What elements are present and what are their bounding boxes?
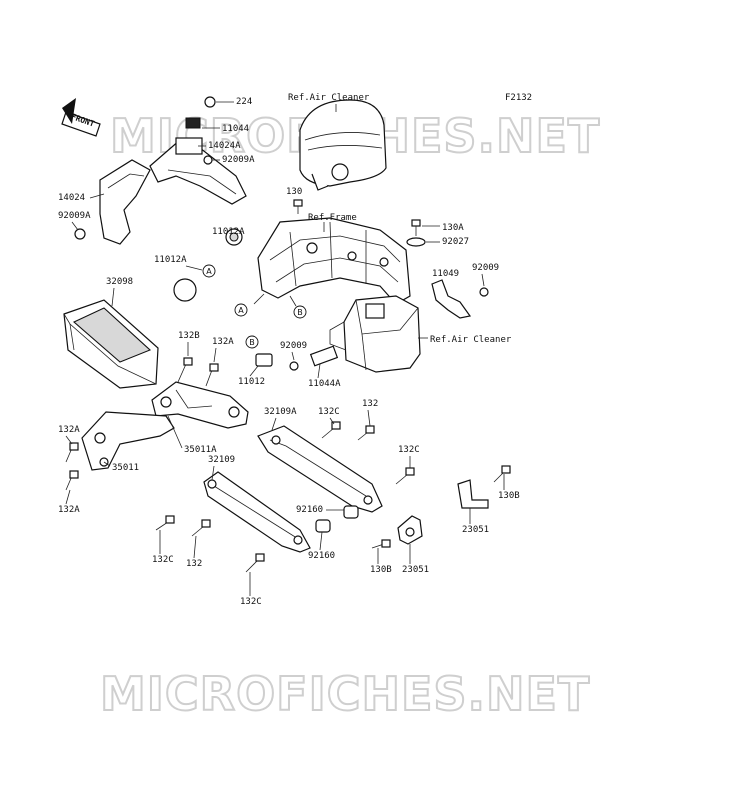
bracket-32109a [257, 425, 383, 513]
part-label: 32098 [106, 277, 133, 287]
part-label: 11012A [212, 227, 245, 237]
callout-a-left: A [202, 264, 216, 278]
bolt-132c-bottom [245, 553, 265, 573]
grommet-11012a-lower [173, 278, 197, 302]
bolt-130b-bottom [371, 539, 391, 549]
bracket-11044a [289, 345, 339, 371]
ref-air-cleaner-right: Ref.Air Cleaner [430, 335, 512, 345]
battery-case [329, 295, 421, 373]
damper-92160-upper [343, 505, 359, 519]
bolt-132a-upper [205, 363, 219, 387]
part-label: 132C [152, 555, 174, 565]
bolt-132c-right [395, 467, 415, 485]
bolt-132-bottom [191, 519, 211, 537]
bracket-32109 [203, 471, 311, 553]
grommet-11012a-upper-hole [229, 232, 239, 242]
bolt-132b [177, 357, 193, 383]
part-label: 132A [58, 425, 80, 435]
part-label: 32109 [208, 455, 235, 465]
part-label: 35011 [112, 463, 139, 473]
callout-b-lower-text: B [249, 338, 255, 347]
part-label: 11044 [222, 124, 249, 134]
part-label: 132B [178, 331, 200, 341]
part-label: 132C [398, 445, 420, 455]
part-labels: 224 11044 14024A 92009A 14024 92009A 130… [58, 97, 520, 607]
bolt-130 [293, 199, 303, 214]
part-label: 130B [370, 565, 392, 575]
bracket-23051-right [457, 479, 489, 509]
part-label: 14024A [208, 141, 241, 151]
part-label: 35011A [184, 445, 217, 455]
part-label: 132A [212, 337, 234, 347]
bolt-132-center [357, 425, 375, 441]
part-label: 130 [286, 187, 302, 197]
damper-92160-lower [315, 519, 331, 533]
bolt-132c-center [321, 421, 341, 439]
callout-a-frame: A [234, 303, 248, 317]
part-label: 92027 [442, 237, 469, 247]
figure-code: F2132 [505, 93, 532, 103]
bolt-132c-bottom-left [155, 515, 175, 531]
ref-frame: Ref.Frame [308, 213, 357, 223]
bracket-35011a [151, 381, 249, 429]
plug-11012 [255, 353, 273, 367]
part-label: 11012A [154, 255, 187, 265]
callout-b-frame: B [293, 305, 307, 319]
callout-b-frame-text: B [297, 308, 303, 317]
bolt-130a [406, 219, 426, 247]
bolt-132a-left-lower [65, 470, 79, 491]
bracket-35011 [81, 411, 175, 471]
part-label: 14024 [58, 193, 85, 203]
part-label: 132 [186, 559, 202, 569]
part-label: 11049 [432, 269, 459, 279]
callout-a-frame-text: A [238, 306, 244, 315]
frame-section [253, 217, 411, 307]
air-cleaner-housing [299, 99, 387, 191]
part-label: 224 [236, 97, 252, 107]
part-label: 92009A [58, 211, 91, 221]
part-label: 11012 [238, 377, 265, 387]
part-label: 23051 [402, 565, 429, 575]
part-label: 92009A [222, 155, 255, 165]
part-label: 130B [498, 491, 520, 501]
part-label: 92009 [472, 263, 499, 273]
bolt-132a-left-upper [65, 442, 79, 463]
part-label: 132C [318, 407, 340, 417]
bolt-130b-right [493, 465, 511, 483]
callout-a-left-text: A [206, 267, 212, 276]
part-label: 132C [240, 597, 262, 607]
tool-case-32098 [63, 299, 159, 389]
cover-14024 [74, 159, 151, 245]
part-label: 92160 [308, 551, 335, 561]
part-label: 92009 [280, 341, 307, 351]
part-label: 130A [442, 223, 464, 233]
front-arrow-icon: FRONT [61, 98, 101, 137]
part-label: 92160 [296, 505, 323, 515]
bracket-23051-bottom [397, 515, 423, 545]
part-label: 32109A [264, 407, 297, 417]
bracket-11049 [431, 279, 489, 319]
callout-b-lower: B [245, 335, 259, 349]
part-label: 132 [362, 399, 378, 409]
ref-air-cleaner-top: Ref.Air Cleaner [288, 93, 370, 103]
part-label: 23051 [462, 525, 489, 535]
part-label: 132A [58, 505, 80, 515]
watermark-bottom: MICROFICHES.NET [100, 667, 590, 721]
part-label: 11044A [308, 379, 341, 389]
